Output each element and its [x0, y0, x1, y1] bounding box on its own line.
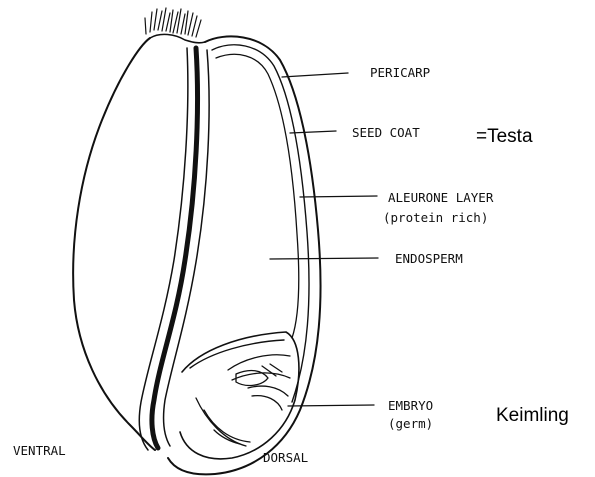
leader-lines	[270, 73, 378, 406]
aleurone-sub-label: (protein rich)	[383, 210, 488, 225]
dorsal-label: DORSAL	[263, 450, 308, 465]
crease-groove	[152, 48, 198, 448]
seed-coat-leader	[290, 131, 336, 133]
pericarp-leader	[282, 73, 348, 77]
keimling-note: Keimling	[496, 405, 569, 426]
brush-hairs	[145, 8, 201, 37]
seed-coat-line	[212, 45, 309, 402]
seed-coat-label: SEED COAT	[352, 125, 420, 140]
aleurone-leader	[300, 196, 377, 197]
crease-inner-line	[139, 48, 188, 450]
embryo-detail	[196, 355, 290, 446]
testa-note: =Testa	[476, 126, 533, 147]
endosperm-label: ENDOSPERM	[395, 251, 463, 266]
embryo-label: EMBRYO	[388, 398, 433, 413]
ventral-half-outline	[73, 38, 155, 450]
ventral-label: VENTRAL	[13, 443, 66, 458]
embryo-sub-label: (germ)	[388, 416, 433, 431]
endosperm-leader	[270, 258, 378, 259]
aleurone-label: ALEURONE LAYER	[388, 190, 494, 205]
pericarp-label: PERICARP	[370, 65, 430, 80]
